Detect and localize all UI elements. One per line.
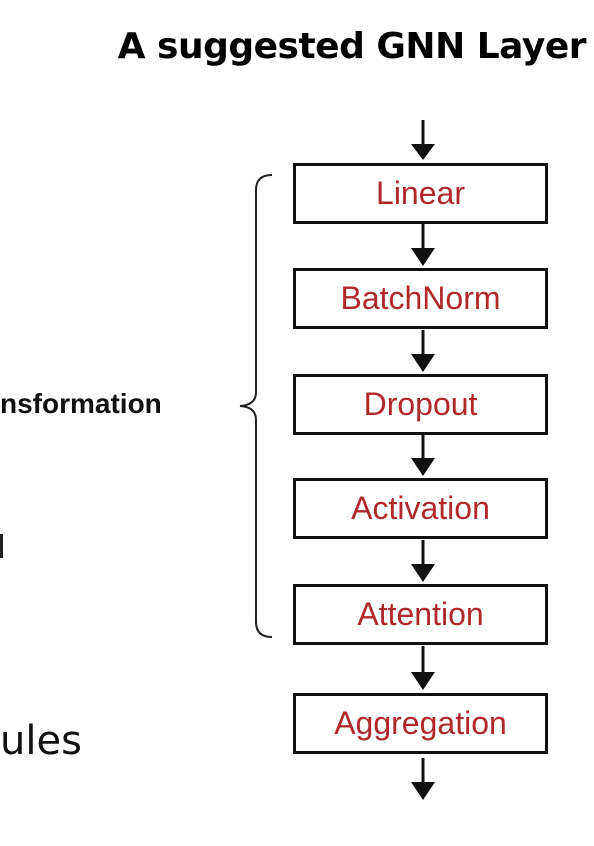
diagram-title: A suggested GNN Layer	[117, 26, 587, 67]
layer-box-activation: Activation	[293, 478, 548, 539]
layer-box-linear: Linear	[293, 163, 548, 224]
arrow-down-icon	[411, 330, 435, 372]
arrow-down-icon	[411, 540, 435, 582]
arrow-down-icon	[411, 224, 435, 266]
bracket-label: nsformation	[0, 388, 162, 419]
cropped-text-fragment	[0, 534, 3, 558]
arrow-down-icon	[411, 646, 435, 690]
cropped-slide-text: ules	[0, 718, 82, 764]
layer-box-attention: Attention	[293, 584, 548, 645]
arrow-down-icon	[411, 120, 435, 160]
arrow-down-icon	[411, 758, 435, 800]
layer-box-batchnorm: BatchNorm	[293, 268, 548, 329]
layer-box-aggregation: Aggregation	[293, 693, 548, 754]
arrow-down-icon	[411, 434, 435, 476]
layer-box-dropout: Dropout	[293, 374, 548, 435]
curly-brace-icon	[239, 174, 273, 638]
